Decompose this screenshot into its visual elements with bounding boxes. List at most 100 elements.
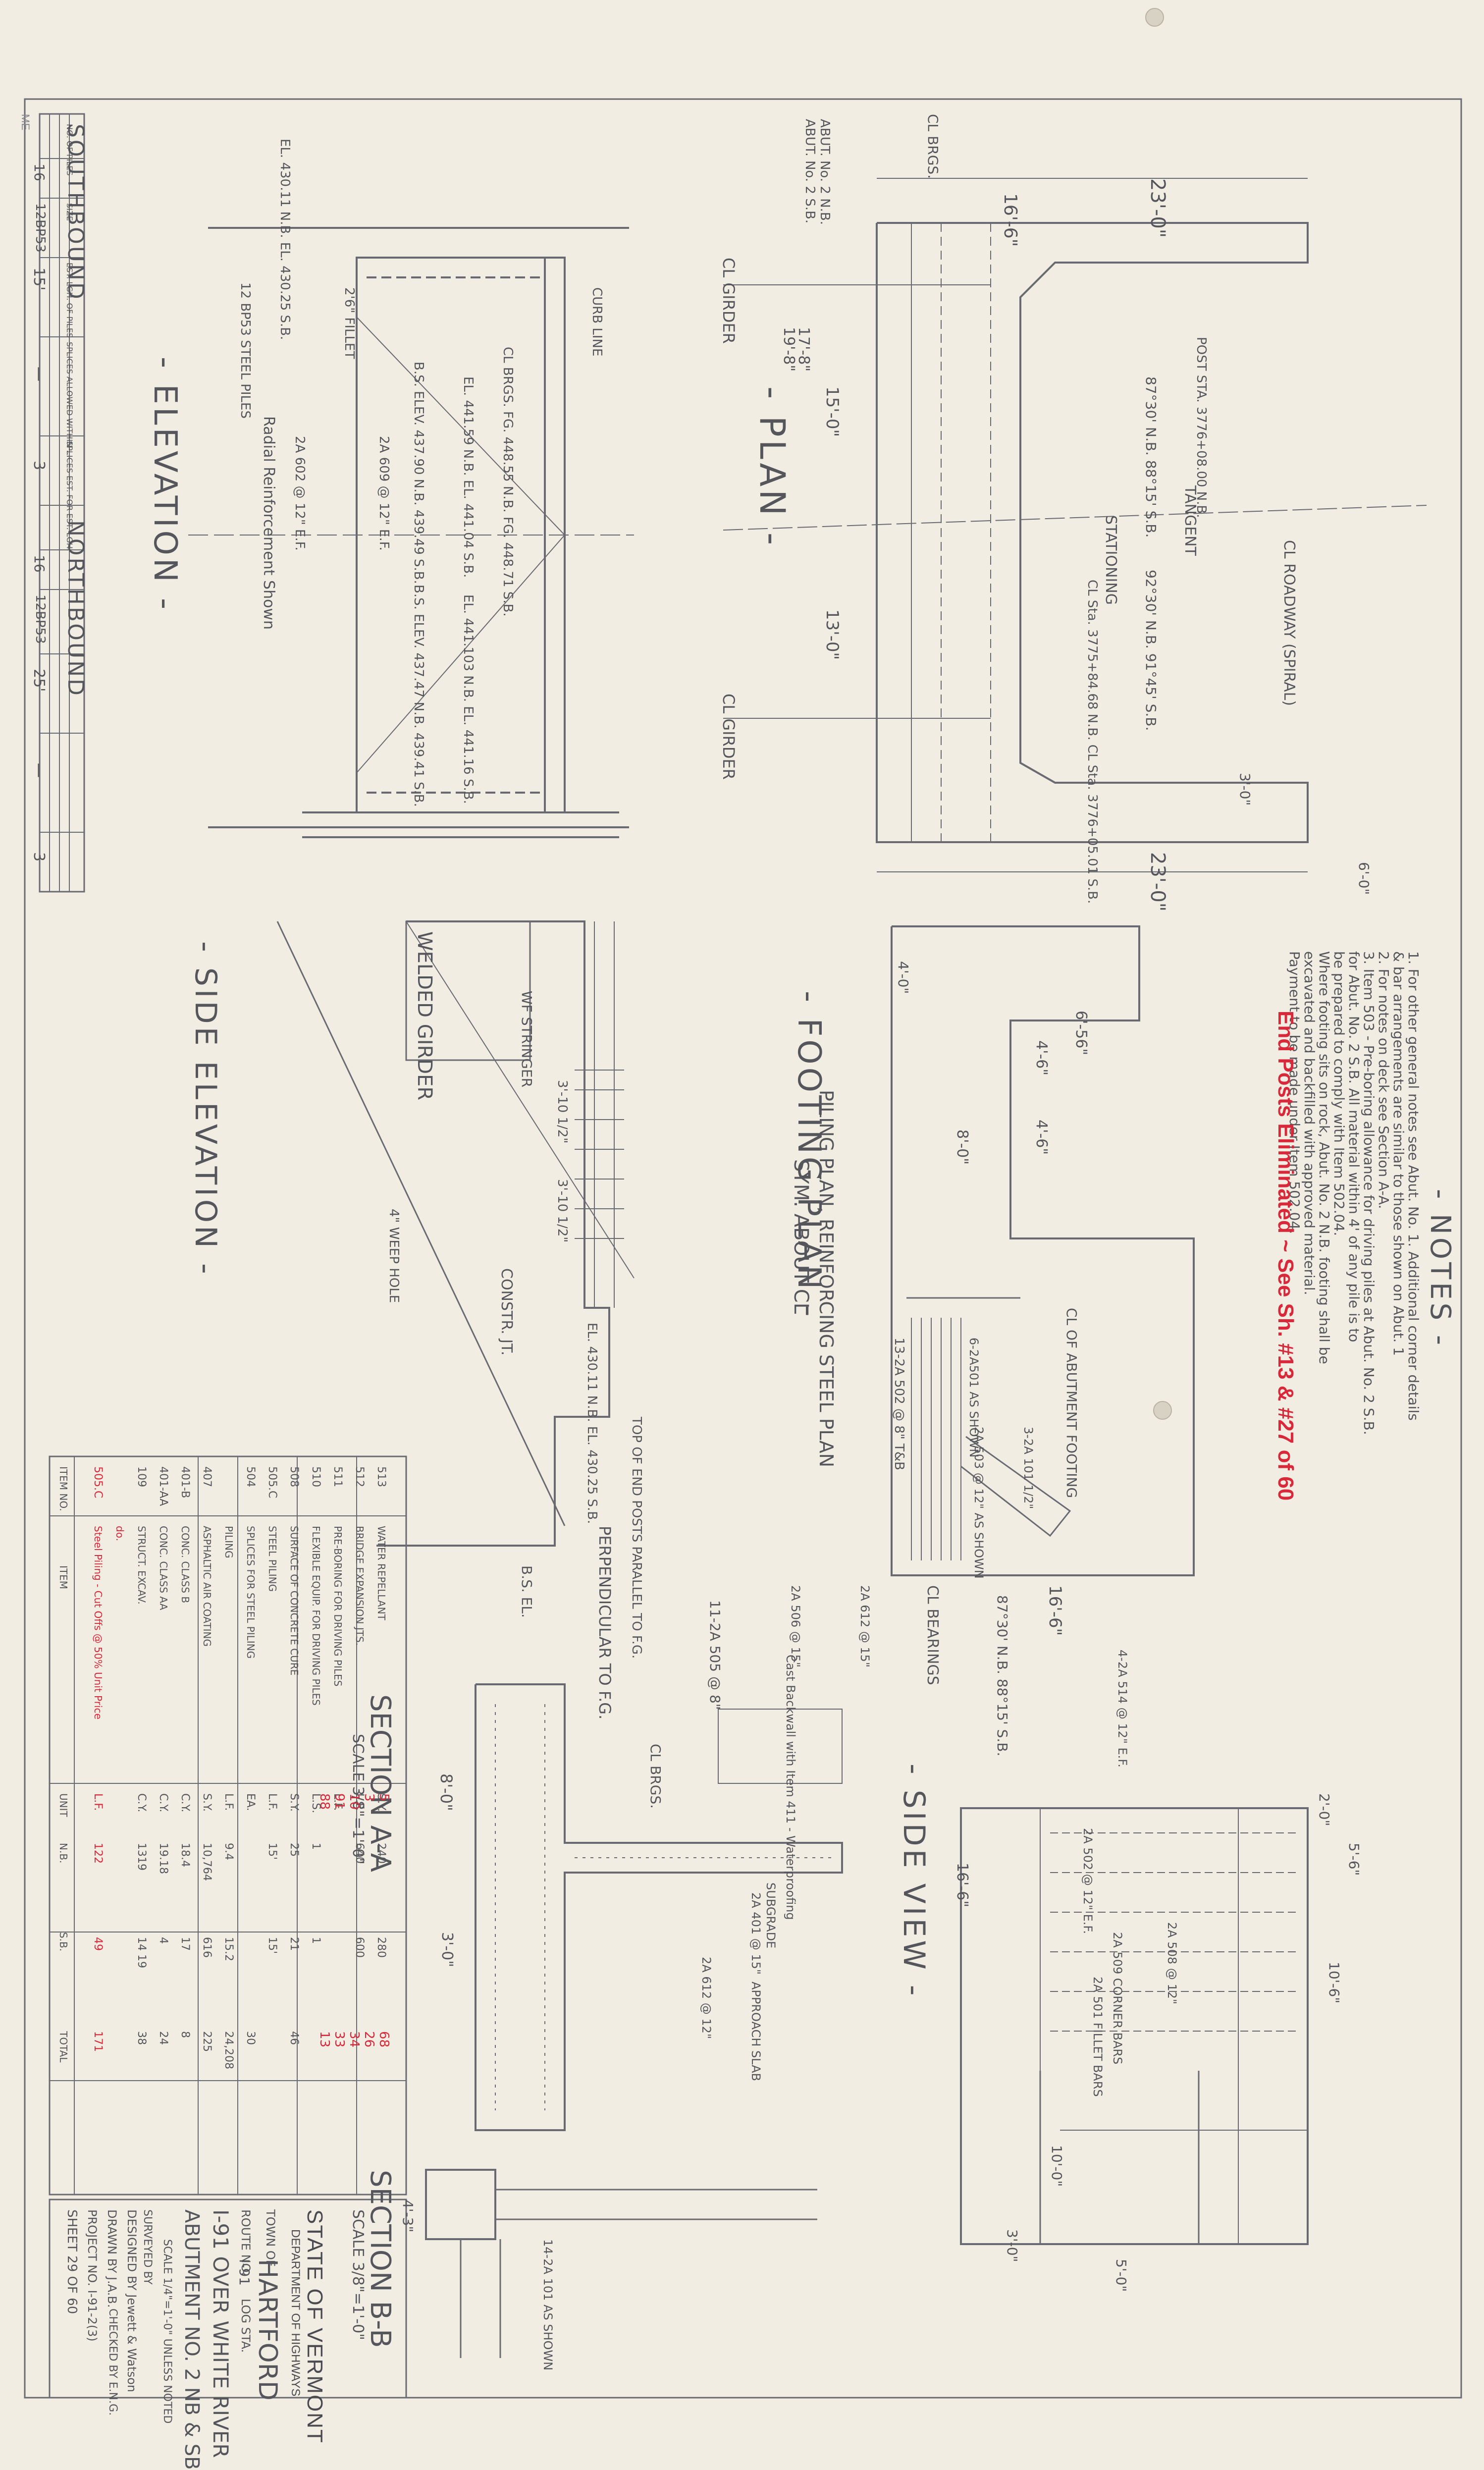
side-elev-constr: CONSTR. JT. — [498, 1268, 515, 1356]
footing-bars: 3-2A 101 1/2" — [1021, 1427, 1035, 1509]
plan-title: - PLAN - — [752, 386, 793, 548]
qty-header: UNIT — [57, 1793, 69, 1817]
tb-surveyed: SURVEYED BY — [141, 2209, 154, 2285]
qty-cell-unit: C.Y. — [157, 1793, 169, 1813]
northbound-piles-length: 25' — [30, 669, 48, 692]
notes-line: be prepared to comply with Item 502.04. — [1331, 951, 1347, 1236]
qty-cell-desc: FLEXIBLE EQUIP. FOR DRIVING PILES — [310, 1526, 322, 1706]
qty-cell-desc: WATER REPELLANT — [375, 1526, 387, 1620]
qty-cell-sb: 14 19 — [135, 1937, 148, 1968]
elev-curb-line: CURB LINE — [589, 287, 604, 357]
tb-drawn: DRAWN BY J.A.B. — [105, 2209, 119, 2308]
side-view-dim: 10'-0" — [1049, 2145, 1065, 2187]
plan-girder-label: CL GIRDER — [719, 258, 738, 344]
tb-project: PROJECT NO. I-91-2(3) — [85, 2209, 99, 2342]
qty-cell-item: 407 — [201, 1466, 213, 1487]
side-view-title: - SIDE VIEW - — [897, 1764, 931, 1999]
plan-dim: 23'-0" — [1146, 178, 1169, 238]
side-elev-weep: 4" WEEP HOLE — [386, 1209, 401, 1303]
qty-cell-nb: 1319 — [135, 1843, 148, 1871]
plan-girder-label: CL GIRDER — [719, 694, 738, 780]
qty-cell-item: 511 — [331, 1466, 344, 1487]
tb-subject: ABUTMENT NO. 2 NB & SB — [180, 2209, 203, 2470]
qty-header: N.B. — [57, 1843, 69, 1864]
side-view-dim: 10'-6" — [1326, 1962, 1342, 2004]
qty-red-value: 10 — [347, 1793, 362, 1810]
footing-plan-outline — [891, 925, 1195, 1576]
plan-angle: 87°30' N.B. 88°15' S.B. — [1143, 376, 1159, 538]
piling-plan-title: PILING PLAN, REINFORCING STEEL PLAN — [815, 1090, 837, 1467]
plan-dim: 17'-8" — [795, 327, 812, 372]
notes-line: excavated and backfilled with approved m… — [1301, 951, 1318, 1295]
section-bars: 11-2A 505 @ 8" — [707, 1600, 723, 1710]
qty-cell-unit: C.Y. — [179, 1793, 191, 1813]
tb-state: STATE OF VERMONT — [303, 2209, 327, 2444]
qty-cell-nb: 1 — [310, 1843, 322, 1850]
tb-checked: CHECKED BY E.N.G. — [106, 2309, 119, 2416]
sym-about-title: SYM. ABOUT CL — [790, 1159, 812, 1314]
qty-cell-sb: 49 — [92, 1937, 104, 1951]
plan-station: CL Sta. 3775+84.68 N.B. CL Sta. 3776+05.… — [1085, 580, 1100, 904]
elev-bs-el: B.S. ELEV. 437.47 N.B. 439.41 S.B. — [411, 585, 426, 807]
section-aa-outline — [475, 1683, 843, 2131]
side-view-dim: 16'-6" — [954, 1863, 971, 1908]
qty-cell-sb: 15' — [266, 1937, 278, 1954]
southbound-piles-size: 12BP53 — [33, 203, 48, 253]
qty-cell-nb: 25 — [288, 1843, 300, 1857]
southbound-piles-no: 16 — [31, 163, 48, 181]
footing-dim: 4'-6" — [1033, 1120, 1050, 1155]
side-view-bars: 4-2A 514 @ 12" E.F. — [1115, 1650, 1129, 1768]
qty-cell-unit: S.Y. — [288, 1793, 300, 1812]
qty-cell-desc: BRIDGE EXPANSION JTS. — [354, 1526, 366, 1646]
northbound-splices-allowed: — — [30, 763, 48, 778]
qty-cell-sb: 21 — [288, 1937, 300, 1951]
side-view-dim: 5'-0" — [1113, 2259, 1129, 2292]
side-view-outline — [960, 1807, 1309, 2245]
notes-line: 2. For notes on deck see Section A-A. — [1376, 951, 1392, 1209]
side-elev-top-posts: TOP OF END POSTS PARALLEL TO F.G. — [629, 1417, 644, 1659]
tb-route: I-91 — [236, 2259, 253, 2286]
qty-cell-total: 30 — [244, 2031, 257, 2045]
drawing-linework — [24, 98, 1462, 2399]
side-elev-dim: 3'-10 1/2" — [555, 1179, 570, 1243]
qty-cell-item: 109 — [135, 1466, 148, 1487]
tb-town-label: TOWN OF — [264, 2209, 277, 2267]
piles-header-length: EST. LGH. OF PILES — [65, 263, 74, 338]
title-block-frame — [49, 2199, 407, 2399]
qty-cell-desc: CONC. CLASS B — [179, 1526, 191, 1604]
section-bars: 14-2A 101 AS SHOWN — [541, 2239, 555, 2371]
qty-cell-item: 401-AA — [157, 1466, 169, 1506]
qty-cell-desc: STRUCT. EXCAV. — [136, 1526, 148, 1605]
elev-bs-el: B.S. ELEV. 437.90 N.B. 439.49 S.B. — [411, 362, 426, 584]
qty-cell-unit: L.F. — [222, 1793, 235, 1811]
side-view-dim: 5'-6" — [1346, 1843, 1362, 1876]
side-elev-perp: PERPENDICULAR TO F.G. — [595, 1526, 614, 1720]
qty-cell-desc: CONC. CLASS AA — [158, 1526, 169, 1611]
sheet-border — [24, 98, 1462, 2399]
qty-cell-desc: PRE-BORING FOR DRIVING PILES — [332, 1526, 344, 1687]
side-view-bars: 2A 508 @ 12" — [1165, 1922, 1179, 2004]
qty-cell-sb: 17 — [179, 1937, 191, 1951]
edge-mark: ME — [19, 114, 32, 130]
qty-red-value: 68 — [376, 2031, 391, 2048]
footing-bearings: CL BEARINGS — [924, 1585, 941, 1685]
tb-department: DEPARTMENT OF HIGHWAYS — [289, 2229, 302, 2397]
footing-dim: 8'-0" — [954, 1129, 971, 1165]
footing-dim: 16'-6" — [1045, 1585, 1065, 1636]
side-view-bars: 2A 509 CORNER BARS — [1111, 1932, 1124, 2065]
piles-header-est: SPLICES EST. FOR EST. LGH. — [65, 441, 74, 551]
qty-cell-sb: 600 — [353, 1937, 366, 1958]
plan-dim: 16'-6" — [1000, 193, 1020, 247]
section-subgrade: SUBGRADE — [764, 1882, 778, 1949]
qty-red-value: 34 — [347, 2031, 362, 2048]
qty-cell-unit: C.Y. — [135, 1793, 148, 1813]
qty-cell-unit: S.Y. — [201, 1793, 213, 1812]
footing-dim: 6'-56" — [1072, 1011, 1090, 1056]
qty-cell-unit: L.F. — [266, 1793, 278, 1811]
notes-line: Where footing sits on rock, Abut. No. 2 … — [1316, 951, 1332, 1364]
elev-el: EL. 441.59 N.B. EL. 441.04 S.B. — [461, 376, 476, 578]
notes-line: 3. Item 503 - Pre-boring allowance for d… — [1361, 951, 1377, 1435]
side-view-bars: 2A 502 @ 12" E.F. — [1081, 1828, 1095, 1934]
qty-cell-total: 225 — [201, 2031, 213, 2052]
southbound-splices-allowed: — — [30, 367, 48, 381]
